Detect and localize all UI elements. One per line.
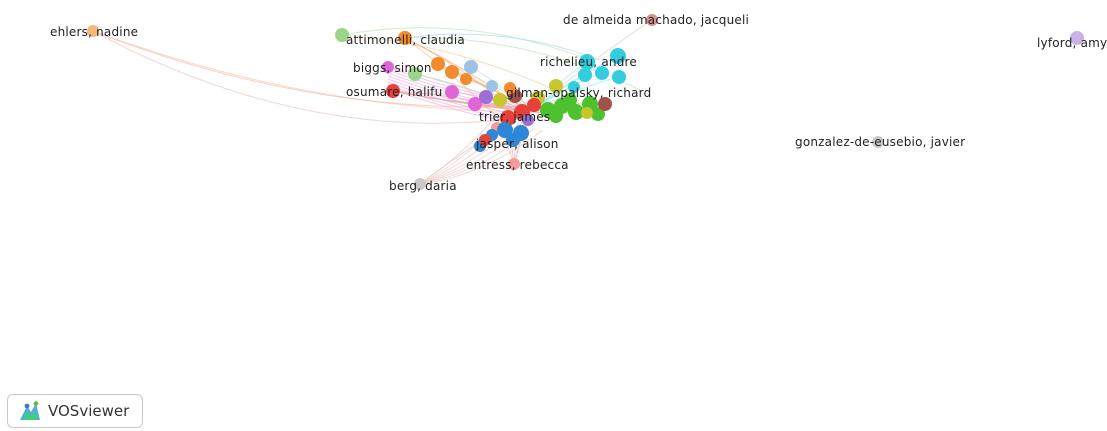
label-gonzalez[interactable]: gonzalez-de-eusebio, javier <box>795 135 965 149</box>
network-edge <box>387 81 506 116</box>
node-cyan-4[interactable] <box>595 66 609 80</box>
node-yellow-1[interactable] <box>493 93 507 107</box>
vosviewer-label: VOSviewer <box>48 402 130 420</box>
node-brown-2[interactable] <box>598 97 612 111</box>
node-green-top[interactable] <box>335 28 349 42</box>
node-purple-1[interactable] <box>479 90 493 104</box>
node-pink-2[interactable] <box>445 85 459 99</box>
node-osumare[interactable] <box>386 84 400 98</box>
node-blue-3[interactable] <box>506 133 520 147</box>
vosviewer-logo-icon <box>20 401 40 420</box>
network-edge <box>387 84 506 119</box>
vosviewer-badge[interactable]: VOSviewer <box>7 394 143 428</box>
label-entress[interactable]: entress, rebecca <box>466 158 569 172</box>
network-edge <box>419 129 544 185</box>
label-attimonelli[interactable]: attimonelli, claudia <box>346 33 465 47</box>
node-yellow-2[interactable] <box>549 79 563 93</box>
node-cyan-2[interactable] <box>610 48 626 64</box>
network-edge <box>404 37 641 91</box>
node-red-1[interactable] <box>500 110 516 126</box>
label-gilman-opalsky[interactable]: gilman-opalsky, richard <box>506 86 651 100</box>
label-ehlers[interactable]: ehlers, nadine <box>50 25 138 39</box>
network-labels: ehlers, nadine attimonelli, claudia de a… <box>50 13 1107 193</box>
label-jasper[interactable]: jasper, alison <box>475 137 559 151</box>
node-yellow-4[interactable] <box>581 107 593 119</box>
node-green-7[interactable] <box>549 109 563 123</box>
node-orange-3[interactable] <box>445 65 459 79</box>
node-orange-5[interactable] <box>504 82 516 94</box>
node-lb-1[interactable] <box>464 60 478 74</box>
node-red-5[interactable] <box>479 134 491 146</box>
node-cyan-5[interactable] <box>612 70 626 84</box>
label-richelieu[interactable]: richelieu, andre <box>540 55 637 69</box>
node-berg[interactable] <box>414 178 426 190</box>
node-orange-4[interactable] <box>460 73 472 85</box>
node-lb-2[interactable] <box>486 80 498 92</box>
label-biggs[interactable]: biggs, simon <box>353 61 432 75</box>
network-edge <box>341 34 556 91</box>
node-red-3[interactable] <box>527 98 541 112</box>
label-osumare[interactable]: osumare, halifu <box>346 85 442 99</box>
network-edge <box>404 33 601 61</box>
node-entress[interactable] <box>508 158 520 170</box>
network-edge <box>341 27 591 61</box>
label-berg[interactable]: berg, daria <box>389 179 457 193</box>
label-de-almeida[interactable]: de almeida machado, jacqueli <box>563 13 749 27</box>
node-green-b[interactable] <box>408 67 422 81</box>
node-biggs[interactable] <box>382 61 394 73</box>
node-purple-2[interactable] <box>522 114 534 126</box>
node-lyford[interactable] <box>1070 31 1084 45</box>
node-de-almeida[interactable] <box>646 14 658 26</box>
node-pink-3[interactable] <box>468 97 482 111</box>
node-cyan-6[interactable] <box>568 81 580 93</box>
node-blue-1[interactable] <box>497 122 513 138</box>
node-attimonelli[interactable] <box>398 31 412 45</box>
node-gonzalez[interactable] <box>872 136 884 148</box>
node-green-3[interactable] <box>568 104 584 120</box>
node-cyan-1[interactable] <box>579 54 595 70</box>
network-edge <box>92 30 501 124</box>
node-ehlers[interactable] <box>87 25 99 37</box>
label-trier[interactable]: trier, james <box>479 110 550 124</box>
network-nodes <box>87 14 1084 190</box>
label-lyford[interactable]: lyford, amy <box>1037 36 1107 50</box>
network-edge <box>387 78 506 113</box>
node-green-6[interactable] <box>563 93 577 107</box>
node-orange-2[interactable] <box>431 57 445 71</box>
node-cyan-3[interactable] <box>578 68 592 82</box>
node-green-5[interactable] <box>591 107 605 121</box>
